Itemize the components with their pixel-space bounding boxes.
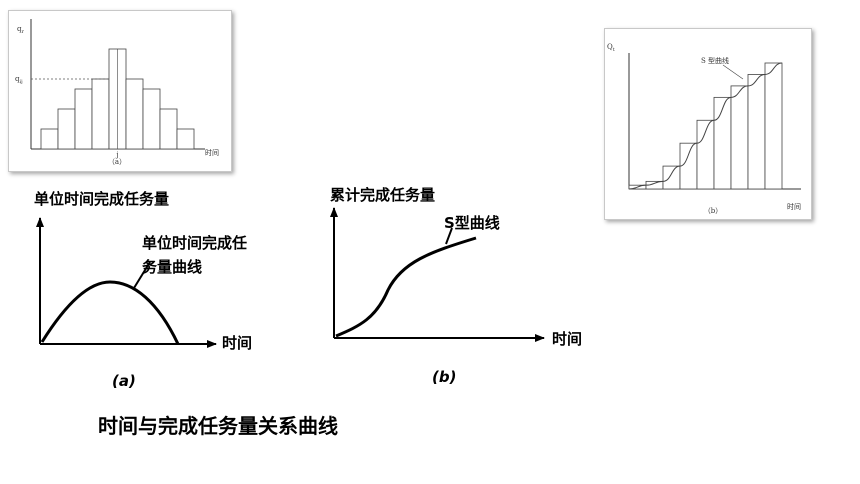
diagram-b-s-curve [335, 236, 477, 338]
diagram-a-x-label: 时间 [222, 334, 252, 352]
histogram-a-bar [176, 128, 195, 150]
diagram-b: 累计完成任务量 S型曲线 时间 (b) [330, 186, 582, 386]
histogram-chart-b: Qt S 型曲线 时间 （b） [607, 43, 801, 215]
histogram-b-s-curve [628, 62, 783, 190]
diagram-b-curve-leader [445, 227, 453, 245]
histogram-a-y-label: qr [17, 25, 24, 35]
histogram-a-y-marker: qij [15, 75, 23, 85]
diagram-a-y-label: 单位时间完成任务量 [34, 190, 169, 208]
histogram-b-bars [628, 62, 783, 190]
diagram-b-curve-label: S型曲线 [444, 214, 500, 232]
diagram-b-x-label: 时间 [552, 330, 582, 348]
diagram-a-curve-label-line2: 务量曲线 [142, 258, 202, 276]
histogram-b-bar [764, 62, 783, 190]
diagram-a-sub-caption: (a) [112, 372, 136, 390]
histogram-panel-b: Qt S 型曲线 时间 （b） [604, 28, 812, 220]
histogram-a-sub-caption: （a） [108, 158, 126, 166]
figure-caption: 时间与完成任务量关系曲线 [98, 414, 338, 438]
diagram-a: 单位时间完成任务量 单位时间完成任 务量曲线 时间 (a) [34, 190, 252, 390]
histogram-panel-a: qr qij j 时间 （a） [8, 10, 232, 172]
histogram-a-x-label: 时间 [205, 148, 219, 157]
histogram-b-x-label: 时间 [787, 202, 801, 211]
diagram-a-bell-curve [40, 280, 180, 345]
histogram-a-x-tick: j [115, 151, 118, 159]
diagram-a-curve-label-line1: 单位时间完成任 [142, 234, 247, 252]
histogram-b-curve-label: S 型曲线 [701, 56, 729, 65]
diagram-a-curve-leader [133, 261, 151, 289]
histogram-b-curve-leader [722, 64, 744, 80]
histogram-a-bars [40, 48, 195, 150]
histogram-b-sub-caption: （b） [704, 207, 722, 215]
histogram-chart-a: qr qij j 时间 （a） [15, 19, 219, 166]
diagram-b-y-label: 累计完成任务量 [330, 186, 435, 204]
diagram-b-sub-caption: (b) [432, 368, 456, 386]
histogram-b-y-label: Qt [607, 43, 615, 53]
